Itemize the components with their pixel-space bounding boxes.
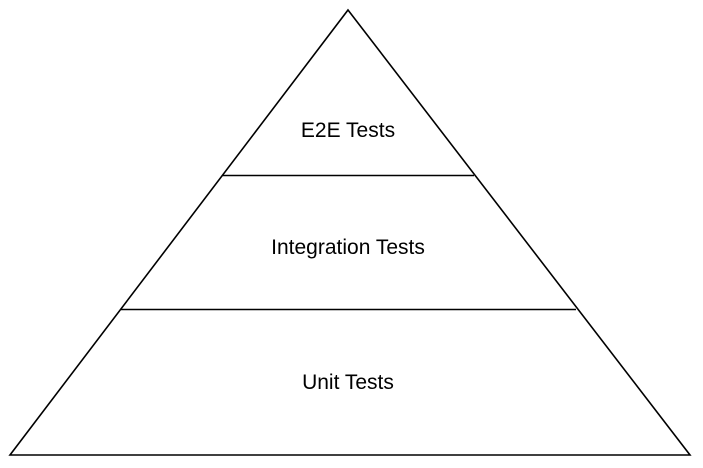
pyramid-outline xyxy=(8,8,692,456)
layer-label-integration-tests: Integration Tests xyxy=(271,236,425,259)
layer-label-unit-tests: Unit Tests xyxy=(302,371,394,394)
layer-label-e2e-tests: E2E Tests xyxy=(301,119,395,142)
